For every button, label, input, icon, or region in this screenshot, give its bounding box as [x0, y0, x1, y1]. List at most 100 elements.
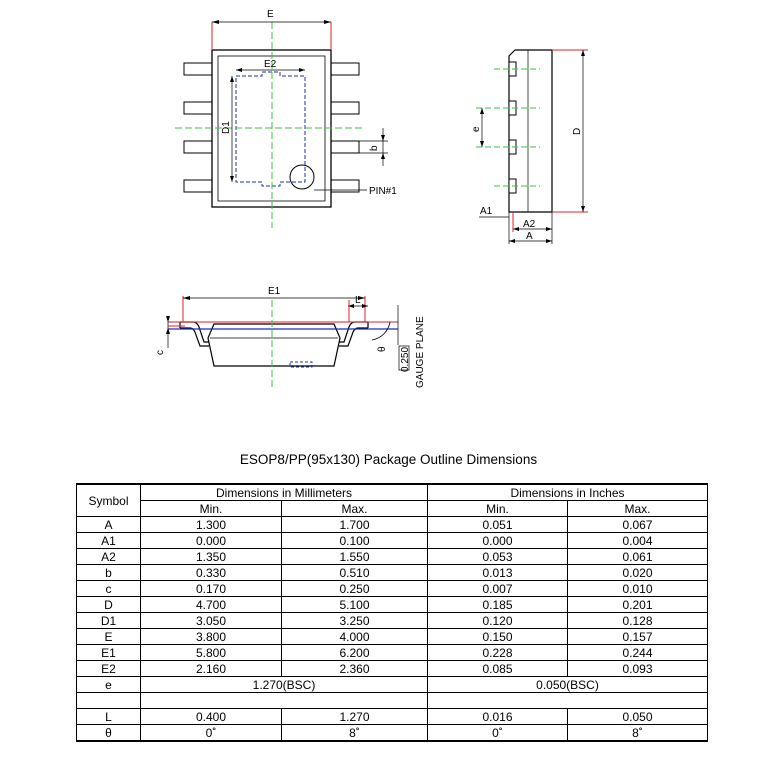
in-max-cell: 0.067 — [567, 516, 708, 533]
mm-min-cell: 0.400 — [140, 708, 282, 725]
symbol-cell: c — [76, 580, 141, 597]
mm-min-cell: 0.000 — [140, 532, 282, 549]
dim-label-A2: A2 — [523, 219, 536, 230]
symbol-cell: E1 — [76, 644, 141, 661]
dimensions-table: Symbol Dimensions in Millimeters Dimensi… — [76, 483, 708, 742]
in-min-cell: 0.016 — [427, 708, 568, 725]
symbol-header: Symbol — [76, 483, 141, 517]
in-min-header: Min. — [427, 500, 568, 517]
symbol-cell: E — [76, 628, 141, 645]
dim-label-E: E — [267, 9, 274, 20]
gauge-value: 0.250 — [400, 347, 411, 372]
mm-max-cell: 0.100 — [281, 532, 428, 549]
in-min-cell: 0.120 — [427, 612, 568, 629]
in-min-cell: 0.007 — [427, 580, 568, 597]
in-max-header: Max. — [567, 500, 708, 517]
mm-min-cell: 3.050 — [140, 612, 282, 629]
mm-max-cell: 1.700 — [281, 516, 428, 533]
dim-label-L: L — [355, 295, 361, 306]
in-max-cell: 0.010 — [567, 580, 708, 597]
in-min-cell: 0.053 — [427, 548, 568, 565]
table-header-row: Symbol Dimensions in Millimeters Dimensi… — [76, 483, 708, 517]
top-view: E E2 D1 PIN#1 b — [175, 9, 397, 228]
dim-label-A1: A1 — [480, 206, 493, 217]
mm-max-cell: 0.510 — [281, 564, 428, 581]
in-max-cell: 0.004 — [567, 532, 708, 549]
symbol-cell: e — [76, 676, 141, 693]
mm-min-cell: 0.170 — [140, 580, 282, 597]
dim-label-b: b — [369, 145, 380, 151]
in-max-cell: 0.020 — [567, 564, 708, 581]
symbol-cell: E2 — [76, 660, 141, 677]
symbol-cell: D — [76, 596, 141, 613]
mm-bsc-cell: 1.270(BSC) — [140, 676, 428, 693]
mm-max-header: Max. — [281, 500, 428, 517]
in-max-cell: 8˚ — [567, 724, 708, 742]
in-max-cell: 0.050 — [567, 708, 708, 725]
symbol-cell: A — [76, 516, 141, 533]
in-min-cell: 0.185 — [427, 596, 568, 613]
mm-min-cell: 3.800 — [140, 628, 282, 645]
in-min-cell: 0.013 — [427, 564, 568, 581]
in-max-cell: 0.061 — [567, 548, 708, 565]
dim-label-D: D — [572, 128, 583, 135]
mm-min-header: Min. — [140, 500, 282, 517]
dim-label-D1: D1 — [221, 121, 232, 134]
pin1-label: PIN#1 — [369, 186, 397, 197]
mm-min-cell: 1.350 — [140, 548, 282, 565]
mm-min-cell: 4.700 — [140, 596, 282, 613]
dim-label-c: c — [155, 350, 166, 355]
symbol-cell: L — [76, 708, 141, 725]
mm-max-cell: 5.100 — [281, 596, 428, 613]
in-min-cell: 0˚ — [427, 724, 568, 742]
table-row: e 1.270(BSC) 0.050(BSC) — [76, 676, 708, 693]
table-subheader-row: Min. Max. Min. Max. — [77, 500, 708, 517]
table-title: ESOP8/PP(95x130) Package Outline Dimensi… — [239, 452, 538, 467]
in-min-cell: 0.228 — [427, 644, 568, 661]
package-outline-drawing: E E2 D1 PIN#1 b — [155, 9, 588, 388]
mm-min-cell: 2.160 — [140, 660, 282, 677]
symbol-cell: A2 — [76, 548, 141, 565]
in-bsc-cell: 0.050(BSC) — [427, 676, 708, 693]
mm-max-cell: 2.360 — [281, 660, 428, 677]
mm-max-cell: 1.550 — [281, 548, 428, 565]
symbol-cell: A1 — [76, 532, 141, 549]
in-max-cell: 0.157 — [567, 628, 708, 645]
in-max-cell: 0.093 — [567, 660, 708, 677]
in-min-cell: 0.085 — [427, 660, 568, 677]
in-max-cell: 0.244 — [567, 644, 708, 661]
mm-max-cell: 6.200 — [281, 644, 428, 661]
dim-label-theta: θ — [377, 346, 388, 352]
mm-max-cell: 1.270 — [281, 708, 428, 725]
symbol-cell: θ — [76, 724, 141, 742]
mm-max-cell: 8˚ — [281, 724, 428, 742]
mm-max-cell: 4.000 — [281, 628, 428, 645]
dim-label-A: A — [526, 231, 533, 242]
table-row-blank — [76, 692, 708, 709]
side-view: e D A1 A2 A — [471, 49, 588, 244]
end-view: E1 L c θ 0.250 GAUGE PLANE — [155, 286, 426, 388]
mm-min-cell: 0˚ — [140, 724, 282, 742]
mm-min-cell: 1.300 — [140, 516, 282, 533]
in-max-cell: 0.128 — [567, 612, 708, 629]
in-header: Dimensions in Inches — [427, 483, 708, 501]
symbol-cell: b — [76, 564, 141, 581]
mm-min-cell: 5.800 — [140, 644, 282, 661]
gauge-plane-label: GAUGE PLANE — [415, 316, 426, 388]
mm-header: Dimensions in Millimeters — [140, 483, 428, 501]
mm-max-cell: 3.250 — [281, 612, 428, 629]
in-min-cell: 0.000 — [427, 532, 568, 549]
dim-label-E1: E1 — [268, 286, 281, 297]
in-max-cell: 0.201 — [567, 596, 708, 613]
